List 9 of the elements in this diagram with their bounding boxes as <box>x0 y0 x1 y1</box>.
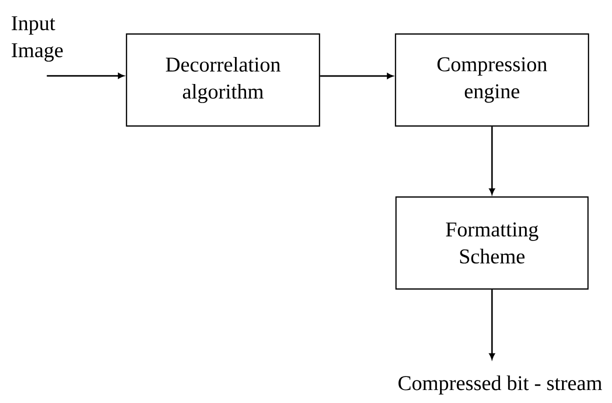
process-box: Compression engine <box>394 33 590 127</box>
io-label: Input Image <box>12 16 63 62</box>
arrow <box>489 290 495 360</box>
arrow <box>320 73 393 79</box>
process-box: Formatting Scheme <box>395 196 589 290</box>
arrow <box>489 126 495 194</box>
io-label: Compressed bit - stream <box>398 375 602 394</box>
arrow <box>46 73 124 79</box>
process-box: Decorrelation algorithm <box>126 33 320 127</box>
